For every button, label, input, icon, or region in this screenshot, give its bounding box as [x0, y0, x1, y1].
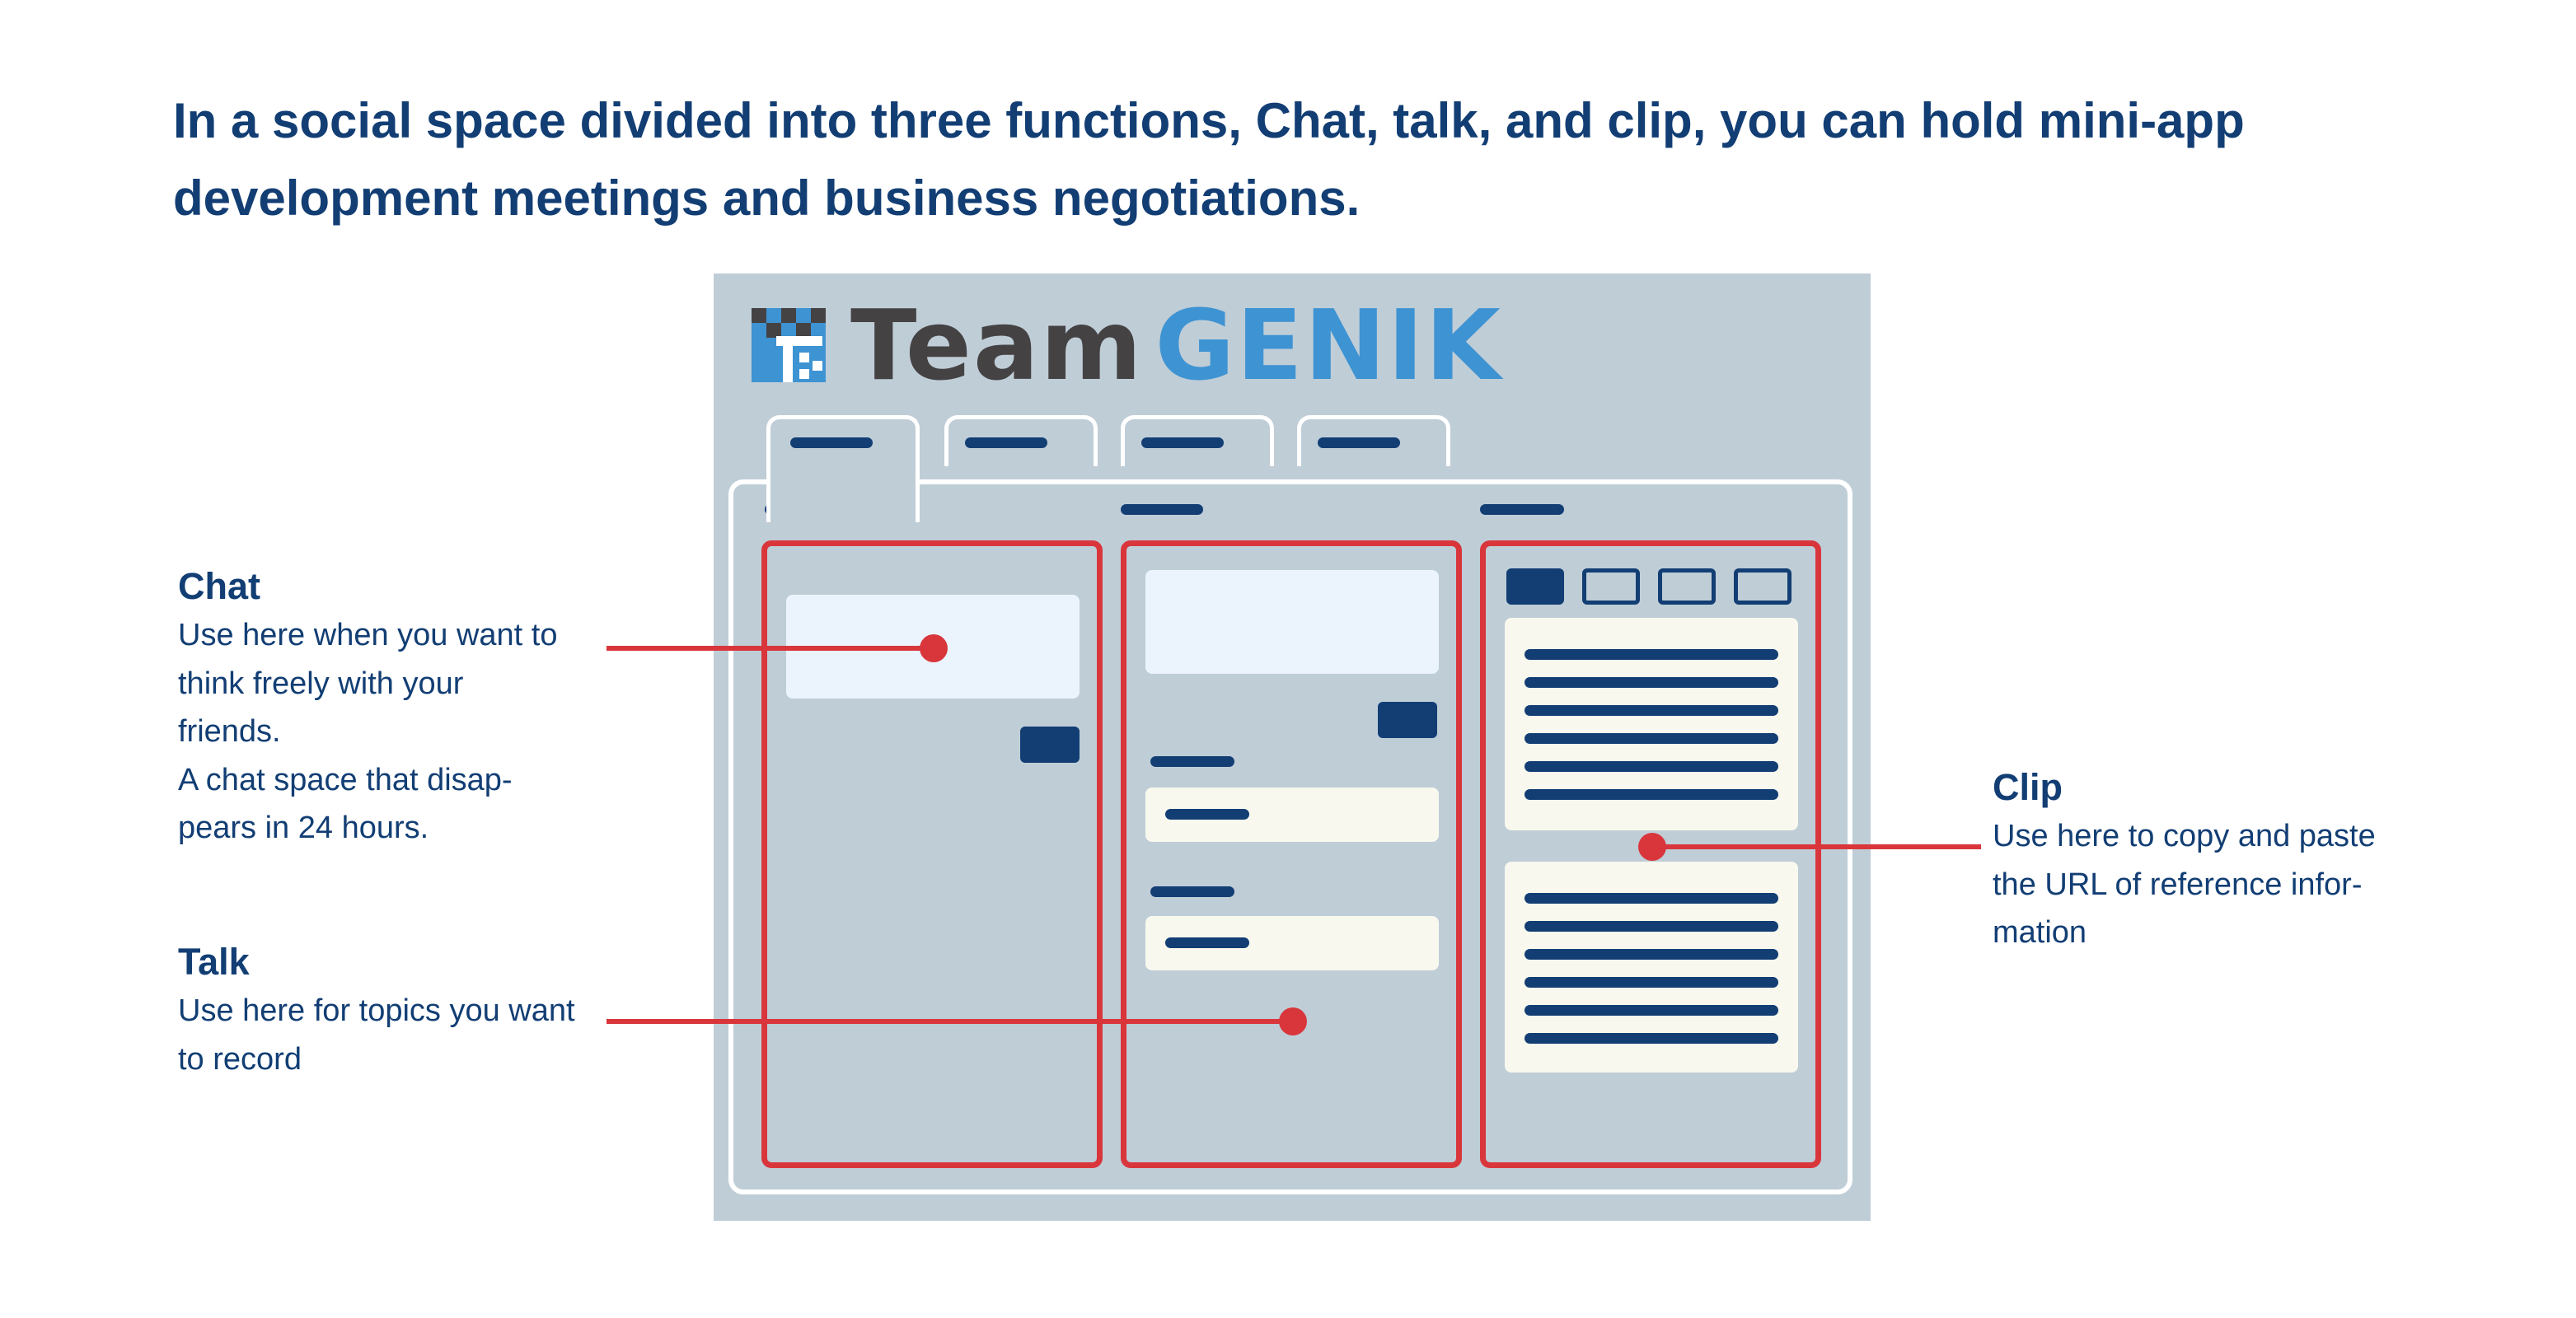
tab-label-placeholder: [1141, 437, 1224, 448]
clip-callout-title: Clip: [1993, 766, 2063, 808]
clip-text-line: [1525, 789, 1778, 800]
clip-connector-dot: [1638, 833, 1666, 861]
clip-tab[interactable]: [1658, 568, 1716, 605]
chat-column: [761, 540, 1103, 1168]
talk-topic-text-placeholder: [1165, 937, 1249, 948]
teamgenik-logo-mark-icon: [752, 308, 826, 382]
tab-label-placeholder: [965, 437, 1047, 448]
clip-text-line: [1525, 705, 1778, 716]
talk-callout: Talk Use here for topics you want to rec…: [178, 937, 623, 1083]
talk-column-heading-placeholder: [1121, 504, 1203, 515]
clip-text-line: [1525, 649, 1778, 660]
clip-column: [1480, 540, 1821, 1168]
clip-text-line: [1525, 761, 1778, 772]
tab-label-placeholder: [790, 437, 873, 448]
clip-text-line: [1525, 893, 1778, 904]
talk-callout-body: Use here for topics you want to record: [178, 993, 575, 1077]
talk-topic-heading-placeholder: [1150, 886, 1234, 897]
logo-word-team: Team: [850, 288, 1144, 402]
clip-text-line: [1525, 977, 1778, 988]
clip-tab-active[interactable]: [1506, 568, 1564, 605]
clip-callout-body: Use here to copy and paste the URL of re…: [1993, 819, 2376, 950]
talk-connector-dot: [1279, 1007, 1307, 1035]
tab-4[interactable]: [1297, 415, 1450, 466]
tab-label-placeholder: [1318, 437, 1400, 448]
clip-text-line: [1525, 677, 1778, 688]
talk-connector-line: [607, 1019, 1292, 1024]
talk-column: [1121, 540, 1462, 1168]
chat-callout: Chat Use here when you want to think fre…: [178, 562, 607, 853]
chat-send-button[interactable]: [1020, 727, 1080, 763]
clip-text-line: [1525, 733, 1778, 744]
clip-tab[interactable]: [1734, 568, 1791, 605]
clip-callout: Clip Use here to copy and paste the URL …: [1993, 763, 2454, 957]
clip-text-line: [1525, 949, 1778, 960]
talk-topic-heading-placeholder: [1150, 756, 1234, 767]
tab-3[interactable]: [1121, 415, 1274, 466]
clip-text-line: [1525, 1033, 1778, 1044]
chat-connector-line: [607, 646, 933, 651]
clip-text-line: [1525, 921, 1778, 932]
talk-send-button[interactable]: [1378, 702, 1437, 738]
clip-column-heading-placeholder: [1480, 504, 1564, 515]
logo-word-genik: GENIK: [1155, 288, 1502, 402]
clip-tab[interactable]: [1582, 568, 1640, 605]
clip-text-line: [1525, 1005, 1778, 1016]
talk-topic-text-placeholder: [1165, 809, 1249, 820]
tab-1-active[interactable]: [766, 415, 920, 522]
chat-connector-dot: [920, 634, 948, 662]
tab-2[interactable]: [944, 415, 1098, 466]
workspace-panel: [728, 479, 1852, 1194]
talk-input-box[interactable]: [1145, 570, 1439, 674]
headline: In a social space divided into three fun…: [173, 93, 2245, 226]
talk-callout-title: Talk: [178, 941, 250, 983]
clip-connector-line: [1651, 844, 1981, 849]
chat-callout-title: Chat: [178, 565, 260, 607]
chat-callout-body: Use here when you want to think freely w…: [178, 618, 558, 845]
